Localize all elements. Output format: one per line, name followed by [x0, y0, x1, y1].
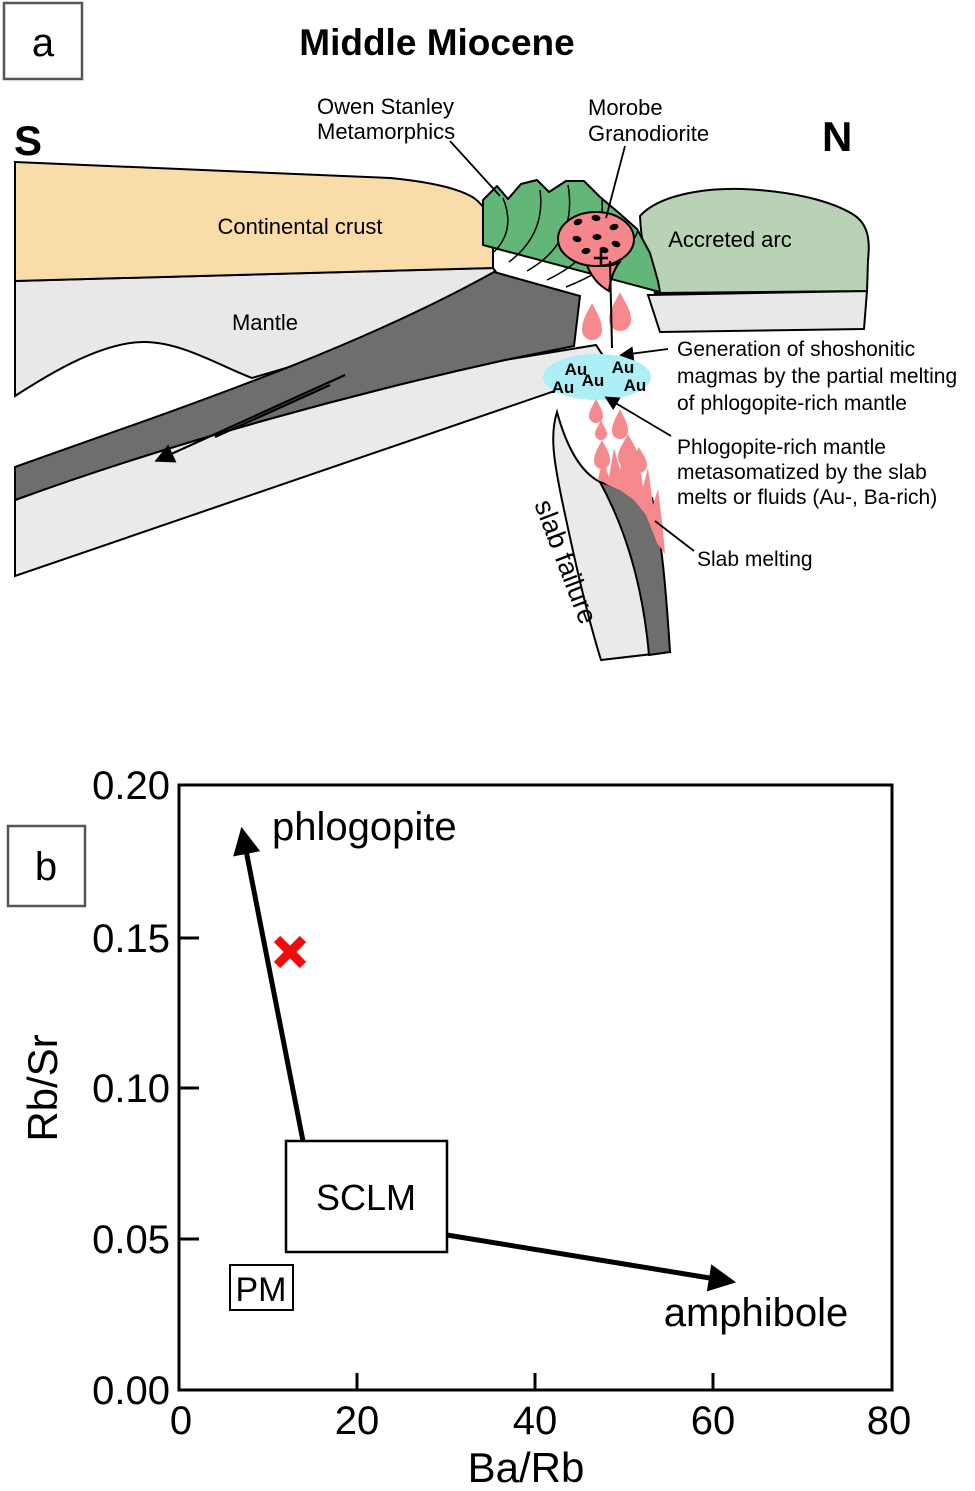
phlogopite-vector	[233, 826, 306, 1142]
pluton-dots	[572, 214, 621, 255]
y-axis-title: Rb/Sr	[19, 1034, 66, 1141]
gold-zone	[543, 354, 651, 400]
x-axis-title: Ba/Rb	[468, 1444, 585, 1491]
x-tick-60: 60	[691, 1399, 736, 1443]
pm-label: PM	[236, 1271, 287, 1309]
x-axis-ticks	[355, 1373, 715, 1389]
y-tick-0.00: 0.00	[92, 1369, 170, 1413]
compass-north: N	[822, 113, 852, 160]
panel-b-tag: b	[35, 845, 57, 889]
shoshonitic-annotation-line3: of phlogopite-rich mantle	[677, 392, 907, 415]
shoshonitic-annotation-line2: magmas by the partial melting	[677, 365, 957, 388]
phlogopite-mantle-leader	[604, 396, 672, 437]
slab-motion-arrow	[154, 373, 346, 463]
panel-a-diagram: Au Au Au Au Au	[2, 1, 957, 662]
magma-droplets-upper	[582, 292, 631, 340]
x-tick-80: 80	[867, 1399, 912, 1443]
y-tick-0.15: 0.15	[92, 917, 170, 961]
phlogopite-annotation-line2: metasomatized by the slab	[677, 461, 927, 484]
shoshonitic-leader	[619, 346, 669, 361]
au-label: Au	[552, 378, 575, 397]
y-tick-0.20: 0.20	[92, 764, 170, 808]
granodiorite-pluton	[557, 211, 635, 293]
continental-crust-label: Continental crust	[217, 214, 382, 239]
au-label: Au	[565, 360, 588, 379]
compass-south: S	[14, 117, 42, 164]
morobe-label-line2: Granodiorite	[588, 121, 709, 146]
x-tick-40: 40	[513, 1399, 558, 1443]
slab-melt-zone	[598, 442, 665, 554]
amphibole-vector-label: amphibole	[664, 1291, 849, 1335]
x-tick-0: 0	[170, 1399, 192, 1443]
phlogopite-annotation-line3: melts or fluids (Au-, Ba-rich)	[677, 486, 937, 509]
accreted-arc-label: Accreted arc	[668, 227, 792, 252]
owen-stanley-leader	[449, 140, 501, 197]
morobe-leader	[605, 145, 626, 219]
leader-lines	[449, 140, 695, 552]
sclm-label: SCLM	[316, 1177, 416, 1218]
failed-slab-piece	[552, 408, 672, 662]
slab-melting-leader	[654, 520, 695, 552]
phlogopite-vector-label: phlogopite	[272, 805, 457, 849]
pm-box	[229, 1264, 294, 1311]
panel-a-tag-box	[2, 1, 84, 81]
au-label: Au	[612, 358, 635, 377]
arc-underplate-shape	[646, 289, 869, 334]
sample-point-x-marker	[273, 935, 307, 969]
shoshonitic-annotation-line1: Generation of shoshonitic	[677, 338, 915, 361]
cross-mark	[594, 251, 608, 265]
gold-labels: Au Au Au Au Au	[552, 358, 647, 397]
morobe-label-line1: Morobe	[588, 95, 663, 120]
pluton-to-goldzone-line	[609, 260, 613, 349]
owen-stanley-label-line2: Metamorphics	[317, 119, 455, 144]
x-tick-20: 20	[335, 1399, 380, 1443]
panel-a-title: Middle Miocene	[299, 22, 574, 63]
au-label: Au	[582, 371, 605, 390]
owen-stanley-label-line1: Owen Stanley	[317, 94, 454, 119]
mantle-label: Mantle	[232, 310, 298, 335]
au-label: Au	[624, 376, 647, 395]
y-axis-ticks	[180, 936, 199, 1241]
panel-b-chart: 0.20 0.15 0.10 0.05 0.00 0 20 40 60 80 R…	[6, 764, 912, 1491]
plot-frame	[177, 783, 894, 1392]
slab-melting-label: Slab melting	[697, 548, 813, 571]
y-tick-0.05: 0.05	[92, 1218, 170, 1262]
panel-a-tag: a	[32, 21, 55, 65]
panel-b-tag-box	[6, 824, 87, 908]
phlogopite-annotation-line1: Phlogopite-rich mantle	[677, 436, 886, 459]
y-tick-0.10: 0.10	[92, 1067, 170, 1111]
sclm-box	[284, 1139, 449, 1254]
amphibole-vector	[446, 1232, 737, 1292]
